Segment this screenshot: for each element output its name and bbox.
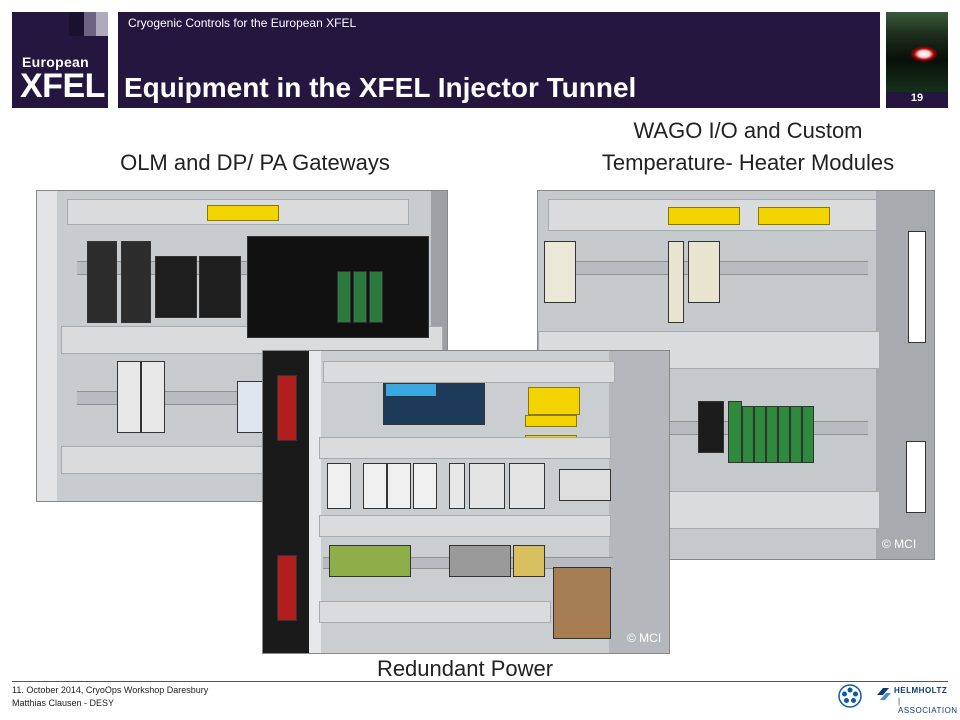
- desy-logo-icon: [838, 684, 862, 708]
- presentation-subtitle: Cryogenic Controls for the European XFEL: [128, 16, 357, 30]
- caption-wago-line1: WAGO I/O and Custom: [633, 118, 863, 143]
- helmholtz-text: HELMHOLTZ: [894, 686, 948, 695]
- footer-author: Matthias Clausen - DESY: [12, 698, 115, 708]
- copyright-right-photo: © MCI: [882, 537, 917, 551]
- title-banner: Cryogenic Controls for the European XFEL…: [118, 12, 880, 108]
- header-thumbnail: 19: [886, 12, 948, 108]
- copyright-center-photo: © MCI: [627, 631, 662, 645]
- footer-divider: [12, 681, 948, 682]
- page-number: 19: [910, 92, 924, 104]
- logo-text-european: European: [22, 54, 89, 70]
- caption-olm-gateways: OLM and DP/ PA Gateways: [120, 150, 390, 175]
- helmholtz-logo: HELMHOLTZ | ASSOCIATION: [876, 684, 957, 715]
- logo-accent-square-3: [96, 12, 108, 36]
- footer-event: 11. October 2014, CryoOps Workshop Dares…: [12, 685, 209, 695]
- beam-thumbnail-image: [886, 12, 948, 92]
- caption-redundant-power: Redundant Power: [376, 656, 554, 681]
- helmholtz-logo-icon: [877, 688, 891, 700]
- helmholtz-association-text: | ASSOCIATION: [898, 697, 958, 715]
- photo-redundant-power-cabinet: © MCI: [262, 350, 670, 654]
- slide-title: Equipment in the XFEL Injector Tunnel: [124, 72, 637, 103]
- caption-wago-line2: Temperature- Heater Modules: [601, 150, 895, 175]
- logo-accent-square-2: [84, 12, 96, 36]
- logo-text-xfel: XFEL: [20, 67, 105, 105]
